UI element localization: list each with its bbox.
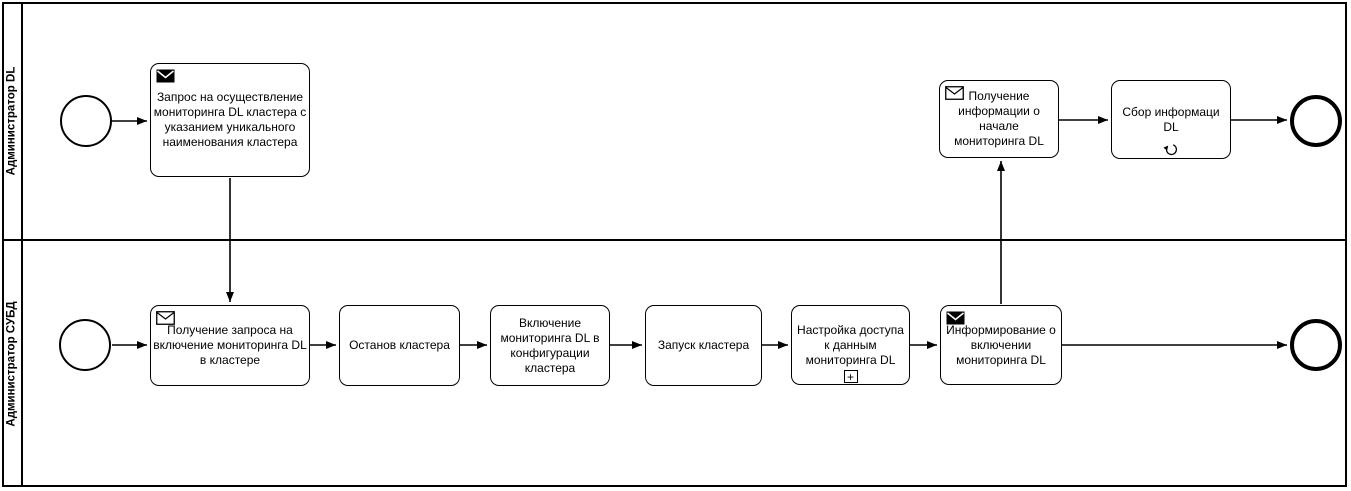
task-label: Информирование о включении мониторинга D… [946,322,1056,367]
task-label: Запрос на осуществление мониторинга DL к… [153,90,307,149]
message-send-icon [156,69,175,83]
task-start-cluster: Запуск кластера [645,305,762,386]
end-event-dl [1290,95,1342,147]
lane-admin-dl-label-cell: Администратор DL [2,2,21,239]
message-receive-icon [156,311,175,325]
message-send-icon [946,311,965,325]
end-event-dbms [1290,319,1342,371]
task-inform: Информирование о включении мониторинга D… [940,305,1062,385]
task-label: Запуск кластера [657,338,750,352]
task-label: Включение мониторинга DL в конфигурации … [500,315,600,375]
lane-admin-dl-label: Администратор DL [5,66,18,175]
task-label: Получение запроса на включение мониторин… [153,323,307,367]
task-label: Настройка доступа к данным мониторинга D… [797,322,904,367]
start-event-dl [60,95,112,147]
lane-admin-dbms-label: Администратор СУБД [5,301,18,427]
lane-label-column-divider [21,2,23,487]
task-receive-request: Получение запроса на включение мониторин… [150,305,310,386]
task-collect-info: Сбор информаци DL [1111,80,1231,159]
task-stop-cluster: Останов кластера [339,305,460,386]
task-enable-monitoring: Включение мониторинга DL в конфигурации … [490,305,610,386]
message-receive-icon [945,86,964,100]
lane-divider [2,239,1347,241]
loop-marker-icon [1163,144,1177,156]
task-label: Сбор информаци DL [1122,104,1220,134]
lane-admin-dbms-label-cell: Администратор СУБД [2,241,21,487]
task-label: Получение информации о начале мониторинг… [954,89,1044,148]
start-event-dbms [59,319,111,371]
subprocess-plus-icon: + [843,370,858,383]
task-label: Останов кластера [349,338,450,352]
task-request-monitoring: Запрос на осуществление мониторинга DL к… [150,63,310,177]
task-configure-access: Настройка доступа к данным мониторинга D… [791,305,910,385]
task-receive-info: Получение информации о начале мониторинг… [939,80,1059,158]
